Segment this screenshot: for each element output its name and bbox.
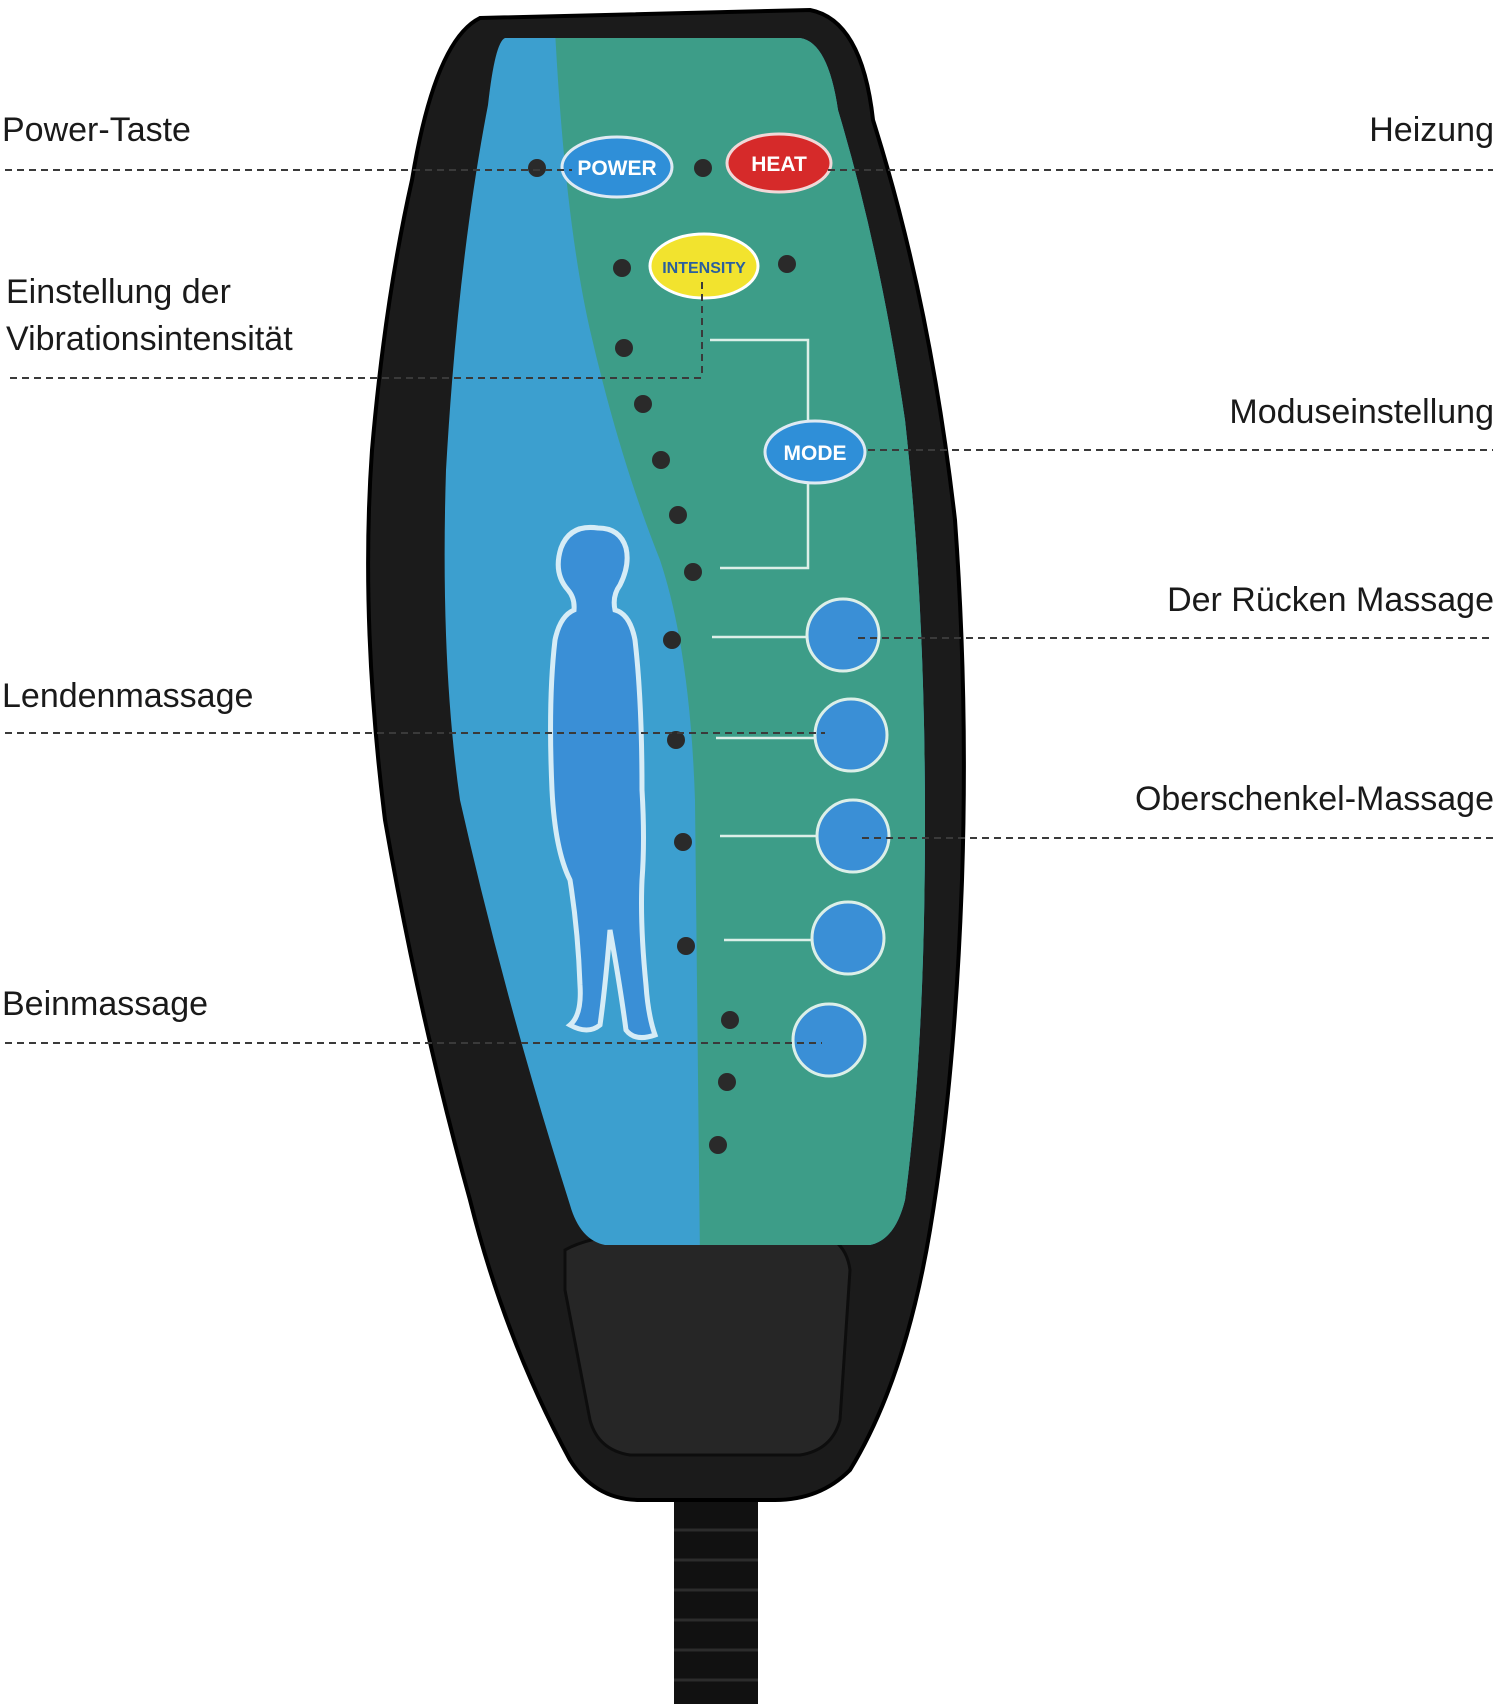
lumbar-massage-label: Lendenmassage [2, 677, 254, 715]
heating-label: Heizung [1369, 111, 1494, 149]
leg-massage-button[interactable] [810, 900, 886, 976]
power-key-label: Power-Taste [2, 111, 191, 149]
thigh-massage-button[interactable] [815, 798, 891, 874]
heat-button-label: HEAT [751, 153, 807, 176]
thigh-massage-label: Oberschenkel-Massage [1134, 780, 1494, 818]
zone-led [663, 631, 681, 649]
intensity-led-low [613, 259, 631, 277]
power-button-label: POWER [577, 157, 656, 180]
mode-button[interactable]: MODE [763, 419, 867, 485]
intensity-label-line1: Einstellung der [6, 273, 231, 311]
intensity-button[interactable]: INTENSITY [648, 232, 760, 300]
remote-grip [563, 1228, 852, 1457]
heat-button[interactable]: HEAT [725, 132, 833, 194]
zone-led [718, 1073, 736, 1091]
intensity-button-label: INTENSITY [662, 260, 746, 277]
mode-led [615, 339, 633, 357]
mode-led [669, 506, 687, 524]
timer-button[interactable] [791, 1002, 867, 1078]
zone-led [677, 937, 695, 955]
indicator-leds [528, 159, 796, 1154]
power-button[interactable]: POWER [560, 135, 674, 199]
heat-led [694, 159, 712, 177]
leg-massage-label: Beinmassage [2, 985, 209, 1023]
back-massage-label: Der Rücken Massage [1167, 581, 1494, 619]
zone-led [667, 731, 685, 749]
mode-led [652, 451, 670, 469]
zone-led [709, 1136, 727, 1154]
intensity-label-line2: Vibrationsintensität [6, 320, 293, 358]
lumbar-massage-button[interactable] [813, 697, 889, 773]
panel-connector-lines [710, 338, 826, 942]
back-massage-button[interactable] [805, 597, 881, 673]
human-silhouette-icon [548, 524, 659, 1041]
intensity-led-high [778, 255, 796, 273]
mode-led [634, 395, 652, 413]
callout-lines [5, 169, 1493, 1044]
power-led [528, 159, 546, 177]
zone-led [721, 1011, 739, 1029]
zone-led [674, 833, 692, 851]
mode-button-label: MODE [784, 442, 847, 465]
mode-led [684, 563, 702, 581]
mode-setting-label: Moduseinstellung [1229, 393, 1494, 431]
